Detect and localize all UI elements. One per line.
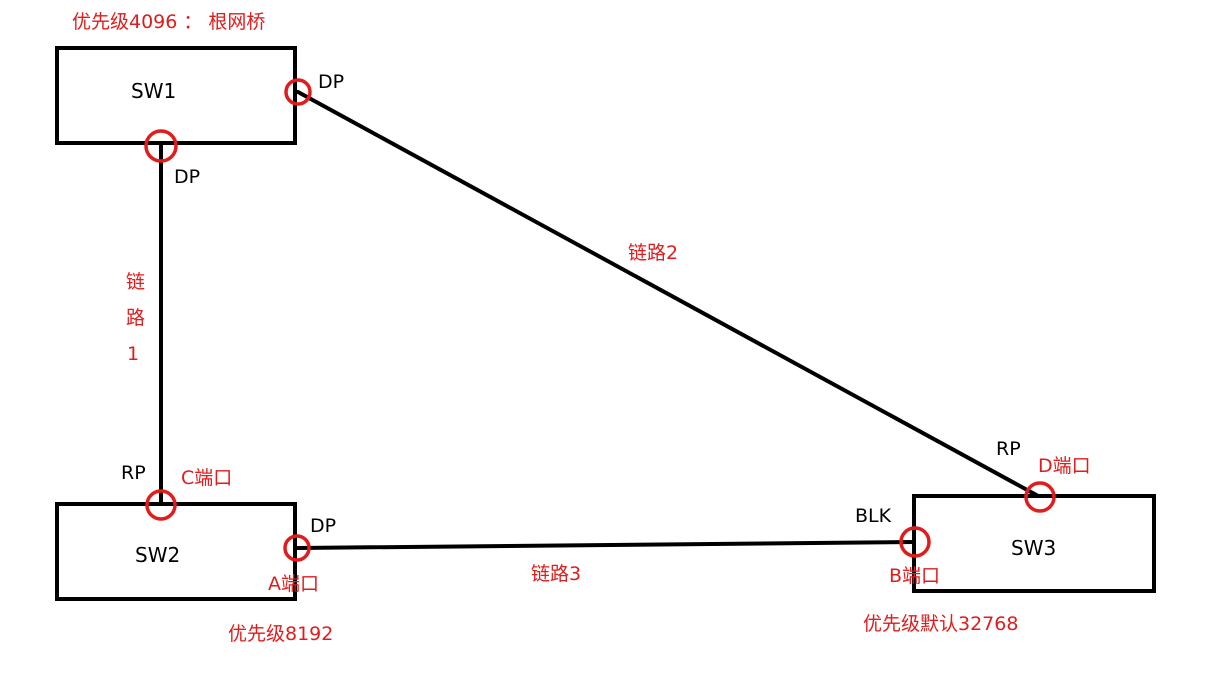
sw2-right-port-marker [283,534,311,562]
sw3-box [912,494,1156,593]
sw1-name: SW1 [131,79,176,103]
sw2-right-port-role: DP [310,515,336,537]
sw3-priority-note: 优先级默认32768 [863,613,1018,635]
sw3-top-port-role: RP [996,438,1021,460]
sw1-right-port-role: DP [318,71,344,93]
sw1-bottom-port-role: DP [174,166,200,188]
link-2-label: 链路2 [628,242,678,264]
sw3-left-port-name: B端口 [889,565,940,587]
sw1-bottom-port-marker [144,129,178,163]
sw2-priority-note: 优先级8192 [228,623,333,645]
sw3-top-port-name: D端口 [1038,455,1091,477]
link-2-line [296,90,1042,499]
sw3-left-port-marker [899,526,931,558]
sw2-right-port-name: A端口 [268,573,319,595]
sw1-priority-note: 优先级4096 ： 根网桥 [72,11,265,33]
sw2-top-port-marker [145,489,177,521]
sw2-box [55,502,297,601]
sw2-name: SW2 [135,543,180,567]
link-3-label: 链路3 [531,563,581,585]
sw3-top-port-marker [1024,481,1056,513]
sw3-left-port-role: BLK [855,505,892,527]
link-1-label-char-1: 链 [126,271,145,293]
sw2-top-port-role: RP [121,462,146,484]
sw1-right-port-marker [284,78,312,106]
link-1-label-char-2: 路 [126,307,145,329]
sw3-name: SW3 [1011,536,1056,560]
sw2-top-port-name: C端口 [181,467,232,489]
link-3-line [296,540,916,550]
link-1-label-char-3: 1 [127,343,139,365]
